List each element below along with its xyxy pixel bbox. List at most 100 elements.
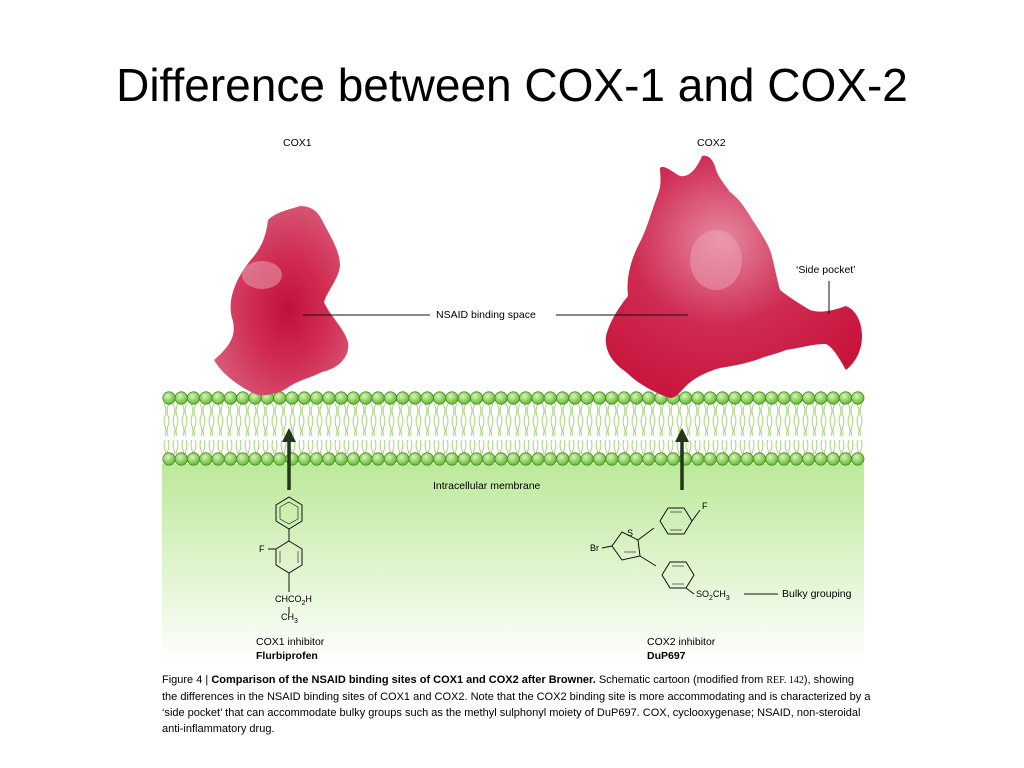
lipid-head [777, 452, 791, 466]
lipid-head [469, 452, 484, 466]
caption-text-2: ), showing the differences in the NSAID … [162, 674, 871, 735]
lipid-head [617, 452, 631, 466]
lipid-head [187, 452, 201, 466]
lipid-head [359, 391, 373, 405]
lipid-head [580, 391, 594, 405]
lipid-head [260, 452, 274, 466]
lipid-head [334, 452, 348, 466]
lipid-head [592, 452, 607, 466]
lipid-head [814, 391, 828, 405]
lipid-head [555, 452, 570, 466]
cox1-inhibitor-title: COX1 inhibitor [256, 636, 325, 648]
lipid-head [629, 391, 644, 405]
flurbiprofen-structure [268, 496, 303, 614]
lipid-head [383, 391, 397, 405]
lipid-head [801, 452, 816, 466]
lipid-head [432, 452, 447, 466]
lipid-head [432, 391, 447, 405]
lipid-head [309, 391, 324, 405]
lipid-head [174, 452, 188, 466]
lipid-head [371, 452, 385, 466]
arrow-cox1 [282, 428, 296, 490]
lipid-head [223, 452, 238, 466]
lipid-head [691, 452, 705, 466]
lipid-head [838, 391, 853, 405]
arrow-cox2 [675, 428, 689, 490]
lipid-head [715, 391, 730, 405]
lipid-head [285, 391, 299, 405]
lipid-head [740, 391, 754, 405]
caption-title: Comparison of the NSAID binding sites of… [211, 674, 596, 686]
lipid-head [543, 452, 557, 466]
lipid-head [777, 391, 791, 405]
lipid-head [531, 452, 545, 466]
lipid-head [851, 452, 865, 466]
fluoro-label-2: F [702, 501, 708, 511]
lipid-head [199, 391, 213, 405]
lipid-head [322, 452, 336, 466]
lipid-head [297, 391, 311, 405]
figure-caption: Figure 4 | Comparison of the NSAID bindi… [162, 672, 872, 737]
lipid-head [703, 391, 717, 405]
lipid-head [555, 391, 570, 405]
lipid-head [334, 391, 348, 405]
lipid-head [482, 391, 496, 405]
lipid-head [642, 391, 656, 405]
lipid-head [617, 391, 631, 405]
lipid-heads-top [162, 391, 865, 405]
lipid-head [457, 452, 471, 466]
lipid-head [543, 391, 557, 405]
lipid-head [765, 452, 779, 466]
lipid-head [728, 452, 742, 466]
cytosol-region [162, 464, 864, 664]
lipid-head [506, 452, 521, 466]
cox1-inhibitor-name: Flurbiprofen [256, 650, 318, 662]
lipid-head [678, 391, 693, 405]
chco2h-label: CHCO2H [275, 594, 312, 607]
lipid-head [322, 391, 336, 405]
lipid-head [519, 452, 533, 466]
lipid-head [629, 452, 644, 466]
lipid-head [420, 452, 434, 466]
lipid-head [469, 391, 484, 405]
binding-space-label: NSAID binding space [436, 309, 536, 321]
lipid-head [408, 391, 422, 405]
ch3-label: CH3 [281, 612, 298, 625]
lipid-head [605, 391, 619, 405]
lipid-head [752, 452, 767, 466]
caption-text-1: Schematic cartoon (modified from [595, 674, 767, 686]
lipid-heads-bottom [162, 452, 865, 466]
lipid-head [396, 452, 410, 466]
sulfur-label: S [627, 528, 634, 538]
lipid-head [371, 391, 385, 405]
lipid-head [568, 452, 582, 466]
cox1-label: COX1 [283, 137, 312, 149]
lipid-head [826, 391, 840, 405]
lipid-head [162, 452, 176, 466]
side-pocket-label: ‘Side pocket’ [796, 264, 856, 276]
lipid-head [445, 452, 459, 466]
lipid-head [592, 391, 607, 405]
lipid-head [273, 452, 287, 466]
lipid-head [531, 391, 545, 405]
lipid-head [297, 452, 311, 466]
cox1-enzyme-shape [214, 206, 349, 396]
bromo-label: Br [590, 543, 599, 553]
lipid-head [346, 391, 361, 405]
cox2-inhibitor-name: DuP697 [647, 650, 686, 662]
lipid-head [728, 391, 742, 405]
dup697-structure [601, 507, 778, 595]
lipid-head [396, 391, 410, 405]
slide-title: Difference between COX-1 and COX-2 [116, 59, 908, 111]
lipid-head [162, 391, 176, 405]
lipid-head [740, 452, 754, 466]
lipid-head [445, 391, 459, 405]
lipid-head [346, 452, 361, 466]
lipid-head [765, 391, 779, 405]
lipid-head [580, 452, 594, 466]
lipid-head [248, 452, 262, 466]
lipid-head [494, 391, 508, 405]
lipid-head [851, 391, 865, 405]
lipid-head [420, 391, 434, 405]
